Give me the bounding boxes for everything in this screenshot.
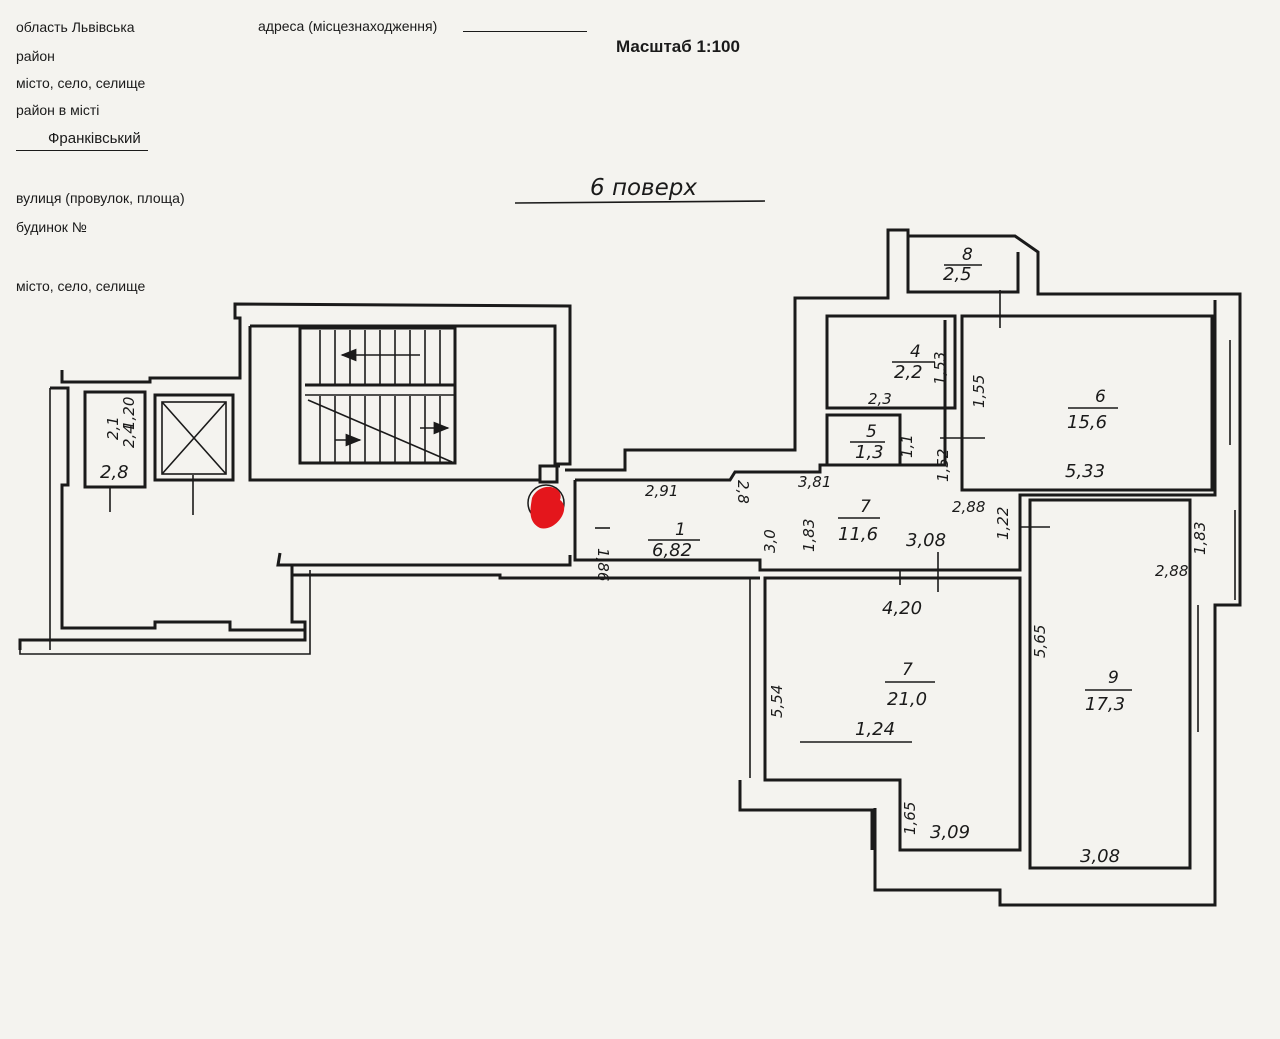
raion-v-misti-label: район в місті <box>16 102 100 118</box>
dim-186: 1,86 <box>594 548 612 581</box>
dim-155: 1,55 <box>970 375 988 408</box>
room-5-number: 5 <box>866 422 877 442</box>
room-2-area: 2,8 <box>100 462 129 483</box>
dim-30: 3,0 <box>761 529 779 553</box>
room-labels: 1 6,82 2,1 2,8 2,4 1,20 4 2,2 5 1,3 6 15… <box>100 245 1132 715</box>
room-8-area: 2,5 <box>943 264 972 285</box>
room-7b-area: 21,0 <box>887 689 927 710</box>
dim-165: 1,65 <box>901 802 919 835</box>
room-2 <box>83 390 147 512</box>
dim-288b: 2,88 <box>1155 562 1188 580</box>
raion-underline <box>16 150 148 151</box>
adresa-underline <box>463 31 587 32</box>
staircase <box>298 326 457 465</box>
room-6-area: 15,6 <box>1067 412 1107 433</box>
room-7b-number: 7 <box>902 660 913 680</box>
dim-291: 2,91 <box>645 482 678 500</box>
misto-label: місто, село, селище <box>16 75 146 91</box>
dim-152: 1,52 <box>934 449 952 482</box>
dimension-labels: 2,91 1,86 2,8 3,81 1,83 3,0 3,08 2,88 1,… <box>594 352 1209 867</box>
dim-153: 1,53 <box>931 352 949 385</box>
elevator <box>153 393 235 515</box>
apartment-walls <box>565 228 1242 907</box>
room-1-area: 6,82 <box>652 540 692 561</box>
left-wing-walls <box>18 302 760 655</box>
dim-381: 3,81 <box>798 473 831 491</box>
dim-420: 4,20 <box>882 598 922 619</box>
dim-288: 2,88 <box>952 498 985 516</box>
dim-28a: 2,8 <box>734 480 752 504</box>
floor-title-underline <box>514 200 766 204</box>
room-2-number: 2,1 <box>104 416 122 440</box>
oblast-label: область Львівська <box>16 19 135 35</box>
room-1-number: 1 <box>675 520 686 540</box>
adresa-label: адреса (місцезнаходження) <box>258 18 438 34</box>
dim-11: 1,1 <box>898 434 916 458</box>
raion-label: район <box>16 48 55 64</box>
room-4-number: 4 <box>910 342 921 362</box>
dim-308a: 3,08 <box>906 530 946 551</box>
raion-value: Франківський <box>48 130 141 147</box>
room-2-dim-a: 2,4 <box>120 424 138 448</box>
dim-565: 5,65 <box>1031 625 1049 658</box>
budynok-label: будинок № <box>16 219 87 235</box>
dim-308b: 3,08 <box>1080 846 1120 867</box>
dim-1x: 1,22 <box>994 507 1012 540</box>
scale-label: Масштаб 1:100 <box>616 37 740 56</box>
room-7a-number: 7 <box>860 497 871 517</box>
misto2-label: місто, село, селище <box>16 278 146 294</box>
dim-554: 5,54 <box>768 685 786 718</box>
room-2-dim-b: 1,20 <box>120 397 138 430</box>
room-5-area: 1,3 <box>855 442 884 463</box>
dim-183: 1,83 <box>800 519 818 552</box>
room-9-number: 9 <box>1108 668 1119 688</box>
dim-124: 1,24 <box>855 719 895 740</box>
vulytsia-label: вулиця (провулок, площа) <box>16 190 185 206</box>
floor-title: 6 поверх <box>590 175 697 201</box>
room-7a-area: 11,6 <box>838 524 878 545</box>
room-6-number: 6 <box>1095 387 1106 407</box>
dim-23: 2,3 <box>868 390 892 408</box>
dim-183b: 1,83 <box>1191 522 1209 555</box>
dim-533: 5,33 <box>1065 461 1105 482</box>
room-4-area: 2,2 <box>894 362 923 383</box>
room-9-area: 17,3 <box>1085 694 1125 715</box>
dim-309: 3,09 <box>930 822 970 843</box>
room-8-number: 8 <box>962 245 973 265</box>
red-marker <box>527 484 565 529</box>
